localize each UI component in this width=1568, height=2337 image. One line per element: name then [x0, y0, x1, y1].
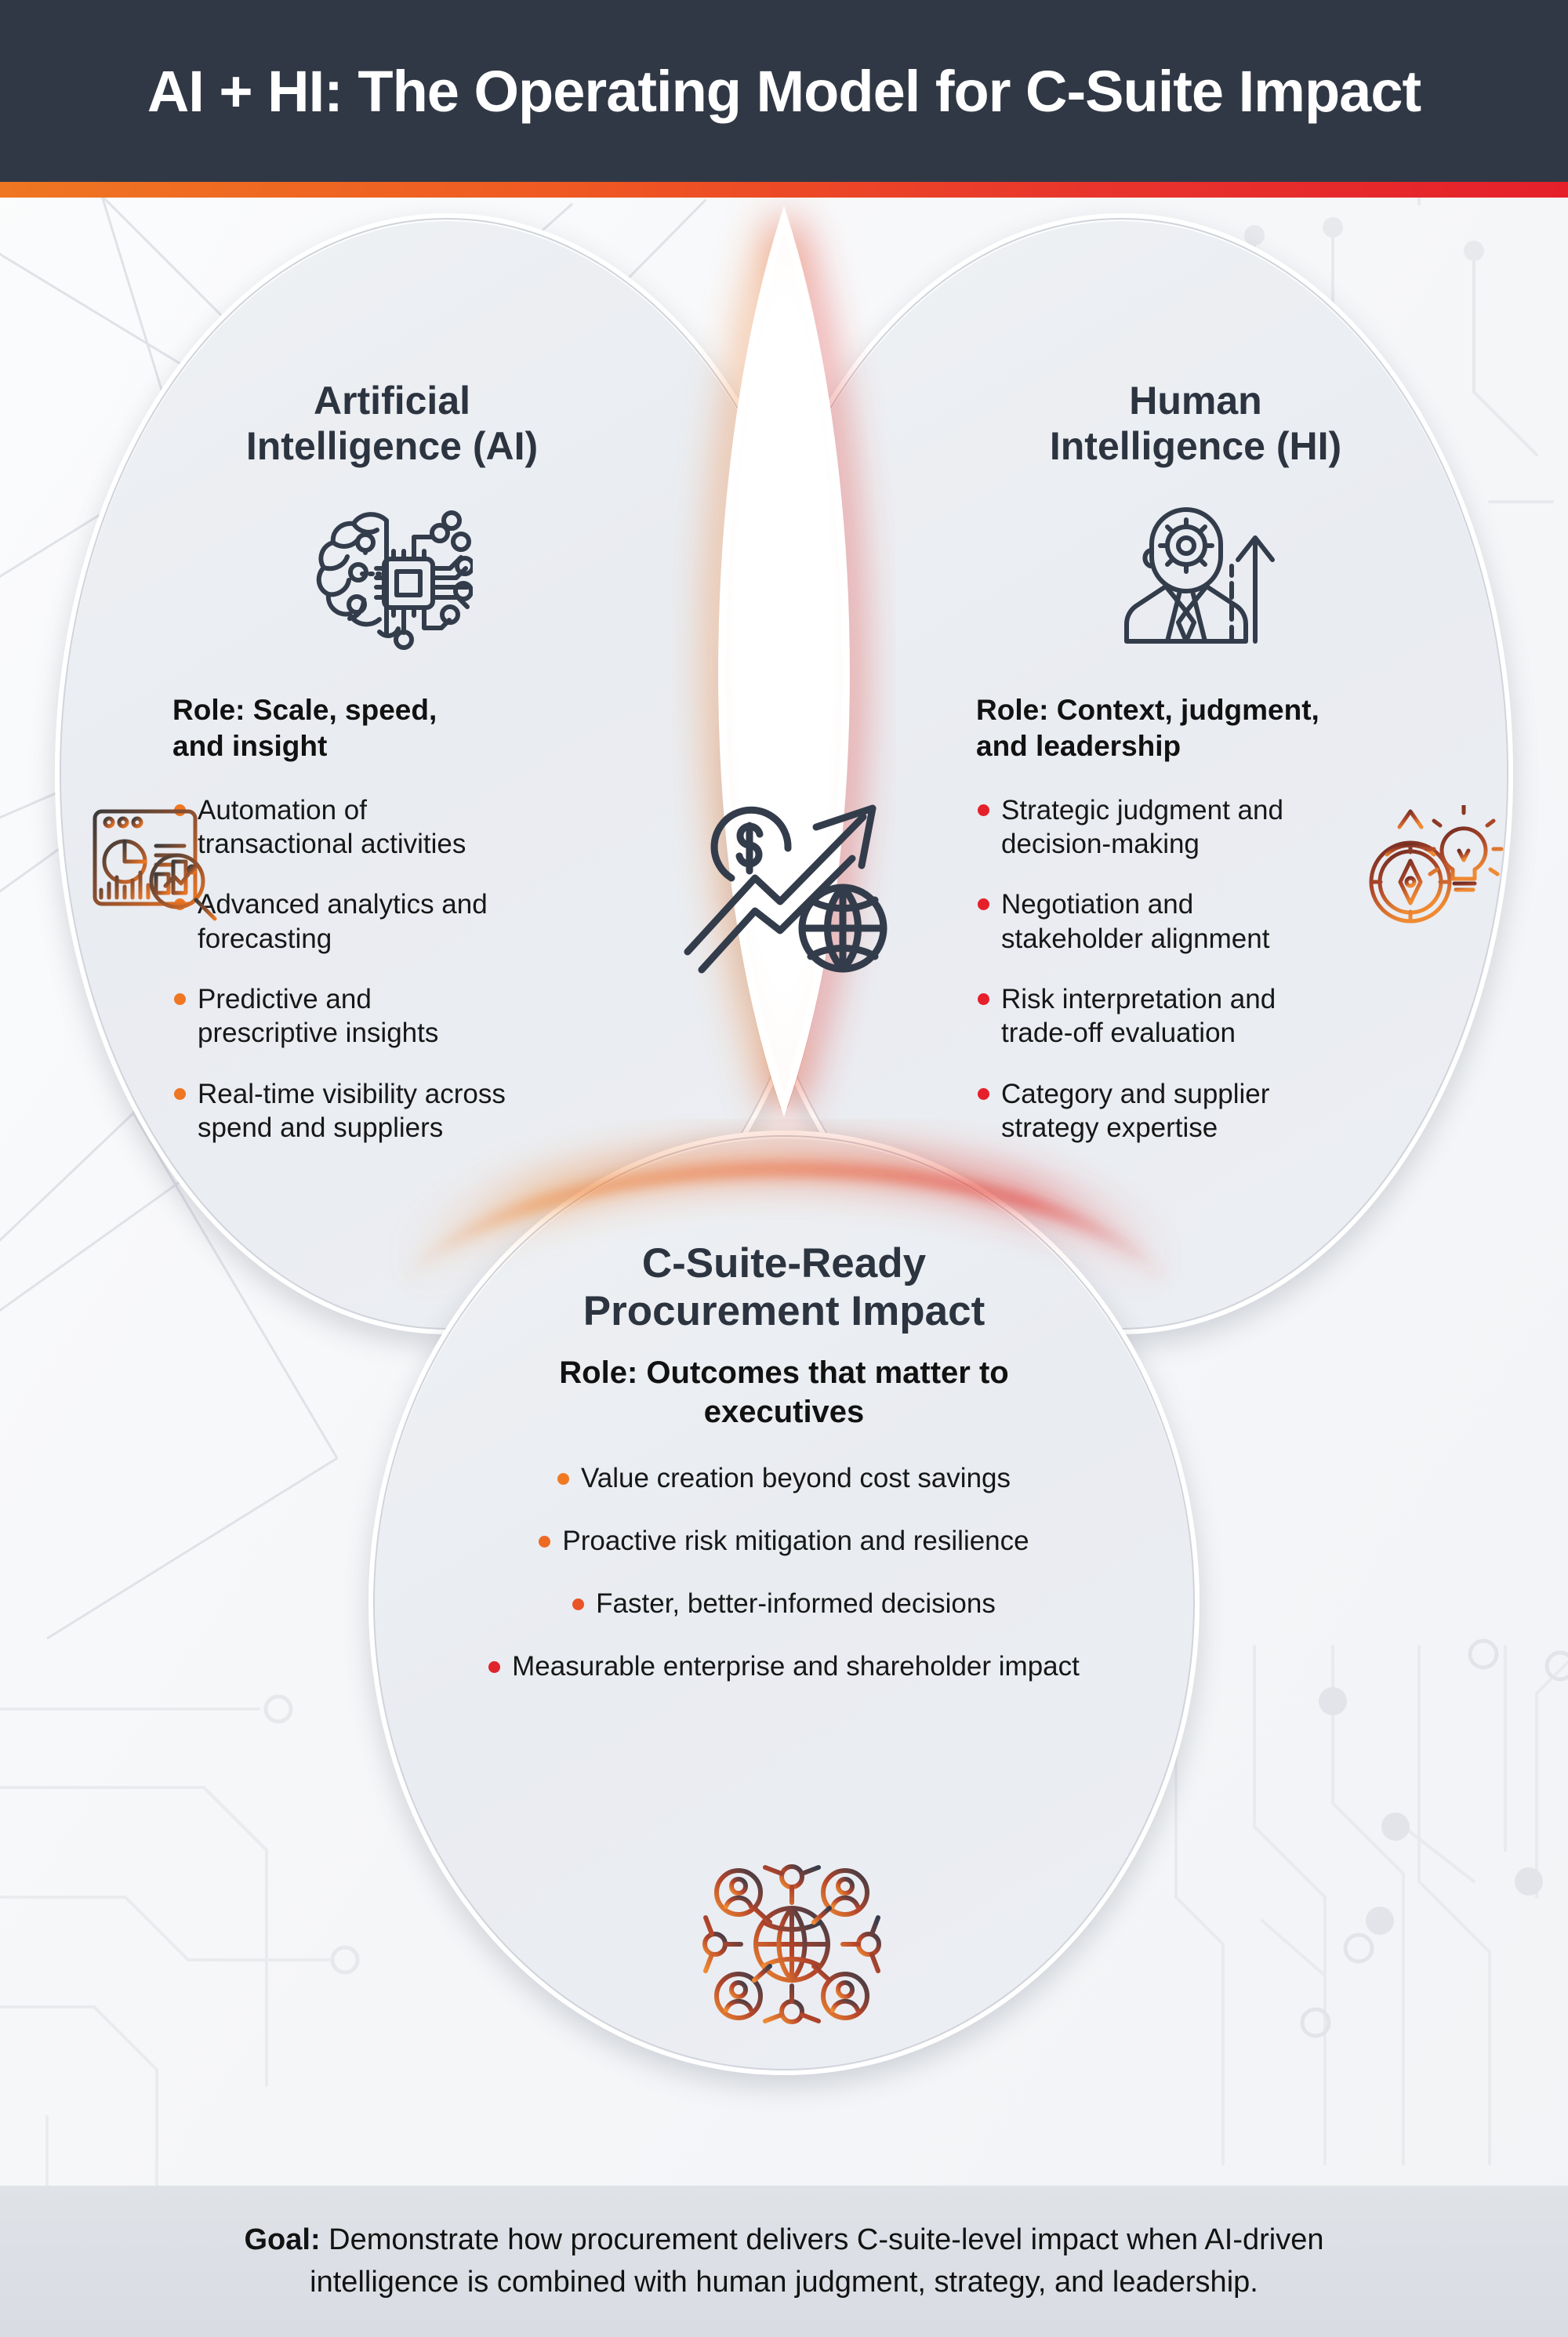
ai-bullet-list: Automation of transactional activities A… [172, 793, 510, 1145]
ai-role-line1: Role: Scale, speed, [172, 694, 437, 726]
impact-role-text: Role: Outcomes that matter to executives [392, 1353, 1176, 1432]
ai-role-text: Role: Scale, speed, and insight [172, 692, 541, 765]
goal-line1: Demonstrate how procurement delivers C-s… [320, 2223, 1324, 2256]
goal-label: Goal: [244, 2223, 321, 2256]
goal-line2: intelligence is combined with human judg… [310, 2265, 1258, 2299]
dollar-growth-globe-icon [670, 774, 898, 974]
page-title: AI + HI: The Operating Model for C-Suite… [147, 58, 1421, 124]
hi-content-column: Human Intelligence (HI) [976, 378, 1504, 1172]
ai-title: Artificial Intelligence (AI) [172, 378, 612, 469]
header-bar: AI + HI: The Operating Model for C-Suite… [0, 0, 1568, 182]
ai-title-line1: Artificial [313, 379, 471, 423]
ai-content-column: Artificial Intelligence (AI) [93, 378, 612, 1172]
impact-title: C-Suite-Ready Procurement Impact [392, 1240, 1176, 1336]
impact-title-line2: Procurement Impact [583, 1287, 985, 1334]
hi-role-line2: and leadership [976, 730, 1181, 763]
ai-title-line2: Intelligence (AI) [245, 424, 539, 468]
hi-role-text: Role: Context, judgment, and leadership [976, 692, 1392, 765]
circuit-rings-left [263, 1694, 360, 1975]
impact-content-column: C-Suite-Ready Procurement Impact Role: O… [392, 1240, 1176, 1713]
impact-bullet-list: Value creation beyond cost savings Proac… [392, 1462, 1176, 1713]
compass-lightbulb-icon [1352, 804, 1505, 931]
people-network-globe-icon [698, 1860, 886, 2028]
list-item: Real-time visibility across spend and su… [172, 1077, 510, 1145]
header-accent-stripe [0, 182, 1568, 198]
hi-role-line1: Role: Context, judgment, [976, 694, 1319, 726]
impact-role-line2: executives [703, 1395, 865, 1430]
hi-title-line1: Human [1129, 379, 1262, 423]
ai-role-line2: and insight [172, 730, 328, 763]
list-item: Value creation beyond cost savings [557, 1462, 1011, 1495]
goal-statement: Goal: Demonstrate how procurement delive… [98, 2219, 1470, 2304]
list-item: Strategic judgment and decision-making [976, 793, 1313, 862]
footer-bar: Goal: Demonstrate how procurement delive… [0, 2186, 1568, 2337]
impact-role-line1: Role: Outcomes that matter to [559, 1355, 1009, 1390]
hi-title: Human Intelligence (HI) [976, 378, 1415, 469]
list-item: Measurable enterprise and shareholder im… [488, 1650, 1080, 1683]
list-item: Risk interpretation and trade-off evalua… [976, 982, 1313, 1051]
venn-intersection-lens [672, 205, 896, 1117]
analytics-dashboard-icon [90, 805, 227, 923]
hi-title-line2: Intelligence (HI) [1049, 424, 1342, 468]
list-item: Predictive and prescriptive insights [172, 982, 510, 1051]
brain-chip-icon [312, 499, 475, 651]
venn-diagram: Artificial Intelligence (AI) [0, 198, 1568, 2186]
list-item: Negotiation and stakeholder alignment [976, 887, 1313, 956]
hi-bullet-list: Strategic judgment and decision-making N… [976, 793, 1313, 1145]
list-item: Category and supplier strategy expertise [976, 1077, 1313, 1145]
list-item: Faster, better-informed decisions [572, 1588, 996, 1620]
impact-title-line1: C-Suite-Ready [641, 1240, 927, 1286]
impact-arc-edge [397, 1165, 1172, 1284]
executive-gear-head-icon [1108, 492, 1284, 653]
list-item: Proactive risk mitigation and resilience [539, 1525, 1029, 1558]
circuit-rings-bottom-right [1300, 1638, 1568, 2038]
circuit-dots-bottom-right [1319, 1687, 1543, 1935]
list-item: Automation of transactional activities [172, 793, 510, 862]
